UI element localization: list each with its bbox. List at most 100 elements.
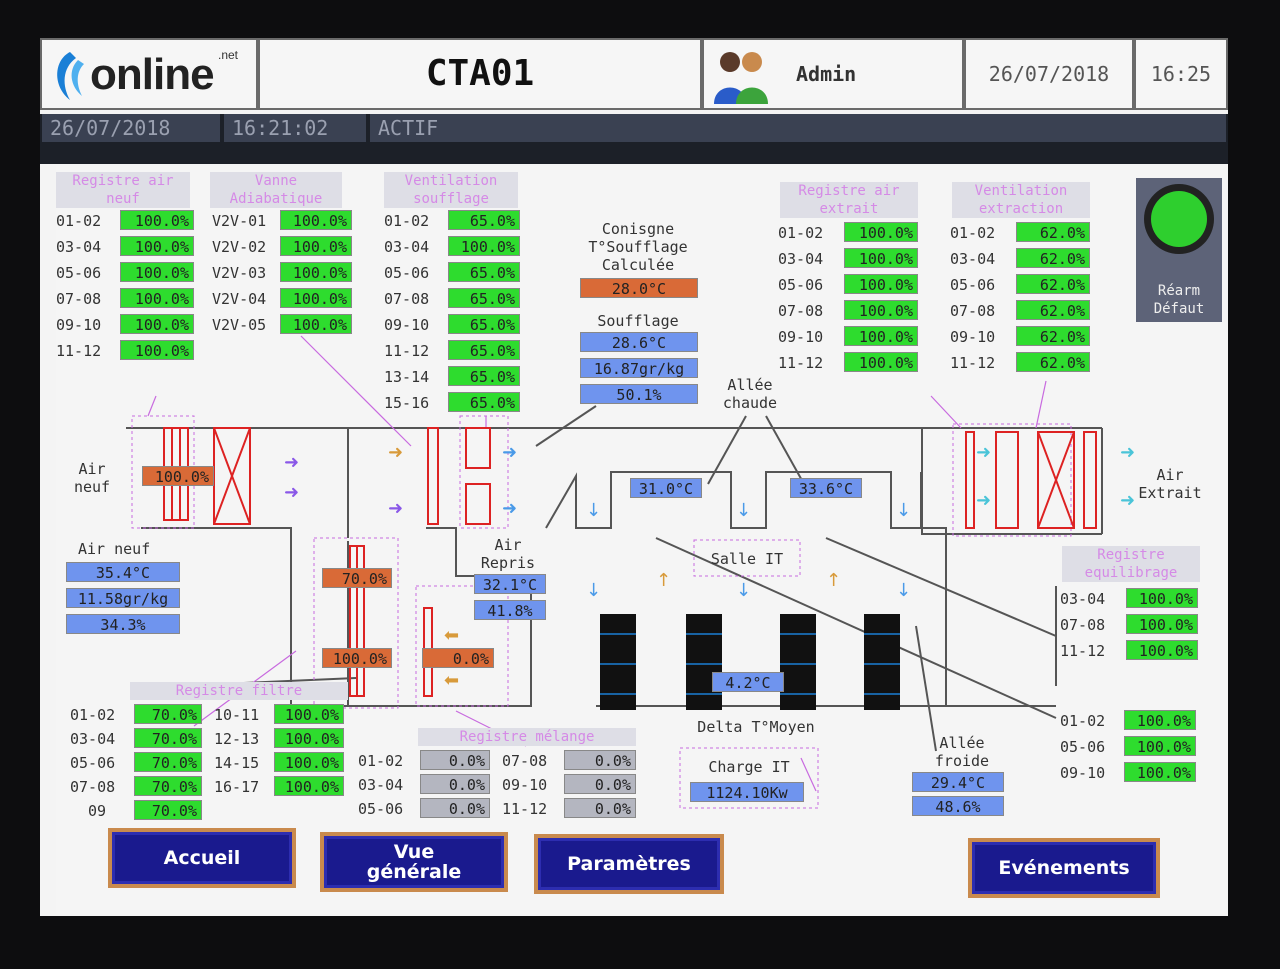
- list-value[interactable]: 100.0%: [844, 326, 918, 346]
- list-value[interactable]: 100.0%: [280, 262, 352, 282]
- list-value[interactable]: 100.0%: [120, 314, 194, 334]
- list-label: 12-13: [214, 730, 260, 748]
- list-label: 14-15: [214, 754, 260, 772]
- list-label: 01-02: [56, 212, 102, 230]
- list-value[interactable]: 0.0%: [420, 798, 490, 818]
- list-value[interactable]: 62.0%: [1016, 274, 1090, 294]
- svg-text:➜: ➜: [976, 442, 991, 463]
- rearm-label-line2: Défaut: [1153, 301, 1205, 317]
- list-value[interactable]: 70.0%: [134, 752, 202, 772]
- svg-text:↑: ↑: [826, 570, 841, 591]
- list-value[interactable]: 70.0%: [134, 776, 202, 796]
- list-value[interactable]: 100.0%: [844, 300, 918, 320]
- list-value[interactable]: 100.0%: [280, 288, 352, 308]
- list-value[interactable]: 65.0%: [448, 314, 520, 334]
- list-value[interactable]: 100.0%: [448, 236, 520, 256]
- list-label: 07-08: [70, 778, 116, 796]
- list-value[interactable]: 100.0%: [1126, 640, 1198, 660]
- list-value[interactable]: 70.0%: [134, 704, 202, 724]
- list-value[interactable]: 62.0%: [1016, 300, 1090, 320]
- list-value[interactable]: 100.0%: [274, 776, 344, 796]
- rearm-label-line1: Réarm: [1157, 283, 1201, 299]
- list-value[interactable]: 62.0%: [1016, 352, 1090, 372]
- allee-chaude-label: Allée chaude: [712, 376, 788, 412]
- user-cell[interactable]: Admin: [702, 38, 964, 110]
- list-value[interactable]: 65.0%: [448, 340, 520, 360]
- logo-sup: .net: [218, 48, 239, 62]
- list-label: 03-04: [950, 250, 996, 268]
- list-value[interactable]: 100.0%: [1126, 614, 1198, 634]
- list-value[interactable]: 100.0%: [1124, 736, 1196, 756]
- svg-text:➜: ➜: [1120, 490, 1135, 511]
- list-label: 03-04: [384, 238, 430, 256]
- list-value[interactable]: 70.0%: [134, 728, 202, 748]
- list-value[interactable]: 62.0%: [1016, 248, 1090, 268]
- list-label: 09-10: [950, 328, 996, 346]
- list-value[interactable]: 100.0%: [844, 274, 918, 294]
- consigne-line3: Calculée: [601, 256, 675, 274]
- list-label: 11-12: [778, 354, 824, 372]
- list-value[interactable]: 100.0%: [274, 728, 344, 748]
- list-value[interactable]: 0.0%: [420, 750, 490, 770]
- air-neuf-damper-value[interactable]: 100.0%: [142, 466, 214, 486]
- filtre-top-value[interactable]: 70.0%: [322, 568, 392, 588]
- list-value[interactable]: 100.0%: [120, 340, 194, 360]
- evenements-button[interactable]: Evénements: [968, 838, 1160, 898]
- list-value[interactable]: 100.0%: [274, 752, 344, 772]
- filtre-bottom-value[interactable]: 100.0%: [322, 648, 392, 668]
- list-value[interactable]: 0.0%: [564, 750, 636, 770]
- list-label: V2V-01: [212, 212, 267, 230]
- accueil-button[interactable]: Accueil: [108, 828, 296, 888]
- registre-melange-title: Registre mélange: [418, 728, 636, 746]
- svg-text:➜: ➜: [388, 442, 403, 463]
- list-value[interactable]: 100.0%: [844, 352, 918, 372]
- list-value[interactable]: 100.0%: [120, 262, 194, 282]
- list-value[interactable]: 100.0%: [120, 288, 194, 308]
- list-label: 01-02: [778, 224, 824, 242]
- list-value[interactable]: 65.0%: [448, 288, 520, 308]
- list-label: 11-12: [1060, 642, 1106, 660]
- list-label: 09-10: [56, 316, 102, 334]
- melange-damper-value[interactable]: 0.0%: [422, 648, 494, 668]
- list-value[interactable]: 100.0%: [280, 314, 352, 334]
- list-value[interactable]: 65.0%: [448, 210, 520, 230]
- list-value[interactable]: 100.0%: [1124, 762, 1196, 782]
- parametres-button[interactable]: Paramètres: [534, 834, 724, 894]
- list-value[interactable]: 100.0%: [280, 210, 352, 230]
- list-value[interactable]: 65.0%: [448, 366, 520, 386]
- rearm-defaut-button[interactable]: Réarm Défaut: [1136, 178, 1222, 322]
- delta-label: Delta T°Moyen: [697, 718, 815, 736]
- status-bar: 26/07/2018 16:21:02 ACTIF: [40, 114, 1228, 164]
- list-value[interactable]: 100.0%: [120, 236, 194, 256]
- list-label: 09: [88, 802, 107, 820]
- list-label: 09-10: [384, 316, 430, 334]
- list-value[interactable]: 0.0%: [564, 774, 636, 794]
- allee-froide-line1: Allée: [939, 734, 985, 752]
- page-title: CTA01: [425, 53, 535, 94]
- consigne-value[interactable]: 28.0°C: [580, 278, 698, 298]
- rearm-label: Réarm Défaut: [1136, 282, 1222, 318]
- list-value[interactable]: 65.0%: [448, 262, 520, 282]
- list-label: 05-06: [70, 754, 116, 772]
- list-value[interactable]: 100.0%: [274, 704, 344, 724]
- air-neuf-temp: 35.4°C: [66, 562, 180, 582]
- svg-text:↓: ↓: [736, 580, 751, 601]
- list-label: 09-10: [502, 776, 548, 794]
- list-label: 15-16: [384, 394, 430, 412]
- list-value[interactable]: 100.0%: [280, 236, 352, 256]
- list-value[interactable]: 100.0%: [120, 210, 194, 230]
- list-value[interactable]: 100.0%: [844, 248, 918, 268]
- list-value[interactable]: 100.0%: [1124, 710, 1196, 730]
- vue-generale-button[interactable]: Vue générale: [320, 832, 508, 892]
- registre-air-neuf-title-line1: Registre air: [72, 173, 174, 189]
- allee-chaude-line2: chaude: [722, 394, 778, 412]
- list-value[interactable]: 0.0%: [420, 774, 490, 794]
- list-value[interactable]: 70.0%: [134, 800, 202, 820]
- list-value[interactable]: 100.0%: [1126, 588, 1198, 608]
- list-value[interactable]: 65.0%: [448, 392, 520, 412]
- svg-text:↓: ↓: [586, 580, 601, 601]
- list-value[interactable]: 100.0%: [844, 222, 918, 242]
- list-value[interactable]: 62.0%: [1016, 326, 1090, 346]
- list-value[interactable]: 62.0%: [1016, 222, 1090, 242]
- list-value[interactable]: 0.0%: [564, 798, 636, 818]
